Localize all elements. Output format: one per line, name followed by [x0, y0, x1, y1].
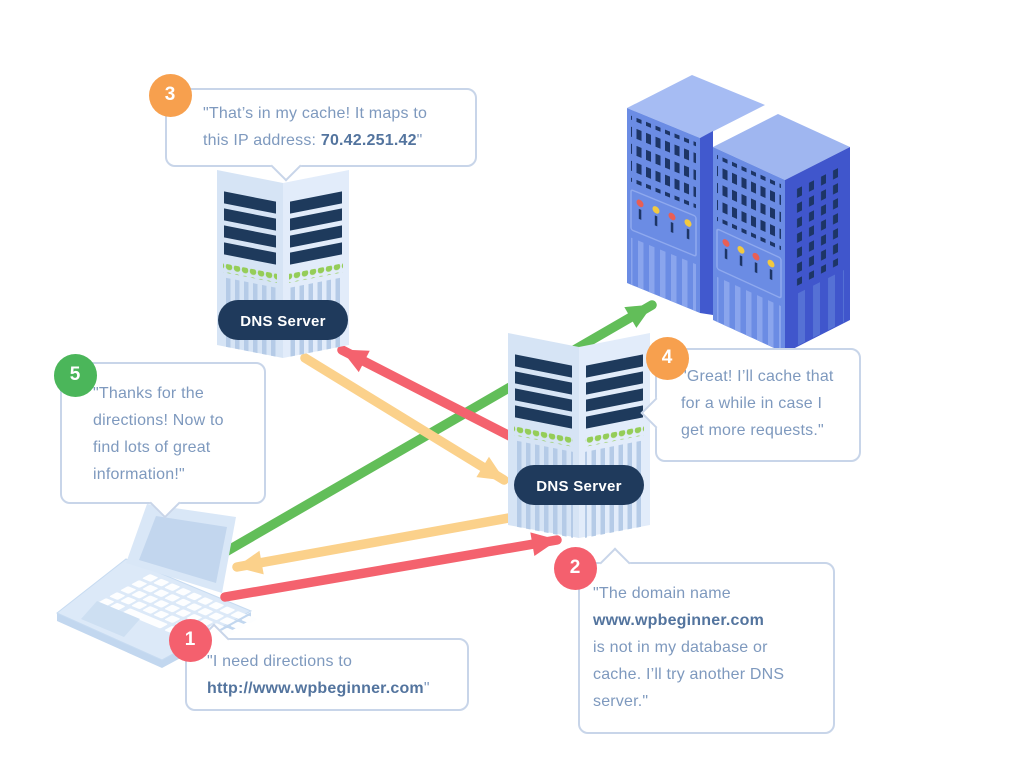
dns-server-2-illustration: DNS Server — [508, 333, 650, 538]
dns2-label-pill — [514, 465, 644, 505]
web1-side-sliver — [700, 131, 713, 315]
web-servers-illustration — [627, 75, 850, 353]
web2-front-details — [716, 154, 782, 352]
step-badge-1: 1 — [168, 618, 212, 662]
step-badge-3: 3 — [148, 73, 192, 117]
step-badge-2: 2 — [553, 546, 597, 590]
dns1-label-pill — [218, 300, 348, 340]
dns-server-1-illustration: DNS Server — [217, 170, 349, 358]
arrow-step4-answer — [232, 511, 525, 575]
laptop-trackpad — [81, 601, 140, 637]
step-badge-5: 5 — [53, 353, 97, 397]
laptop-screen — [139, 516, 227, 583]
web1-front-details — [630, 115, 697, 312]
web2-side-details — [791, 162, 844, 349]
web1-top-face — [627, 75, 765, 138]
dns-server-2-label: DNS Server — [536, 478, 622, 495]
arrow-step3-answer — [300, 353, 509, 485]
arrow-step1-query — [220, 532, 562, 602]
web2-top-face — [713, 114, 850, 180]
dns-server-1-label: DNS Server — [240, 313, 326, 330]
arrows-front — [220, 532, 562, 602]
laptop-illustration — [56, 504, 257, 668]
step-badge-4: 4 — [645, 336, 689, 380]
